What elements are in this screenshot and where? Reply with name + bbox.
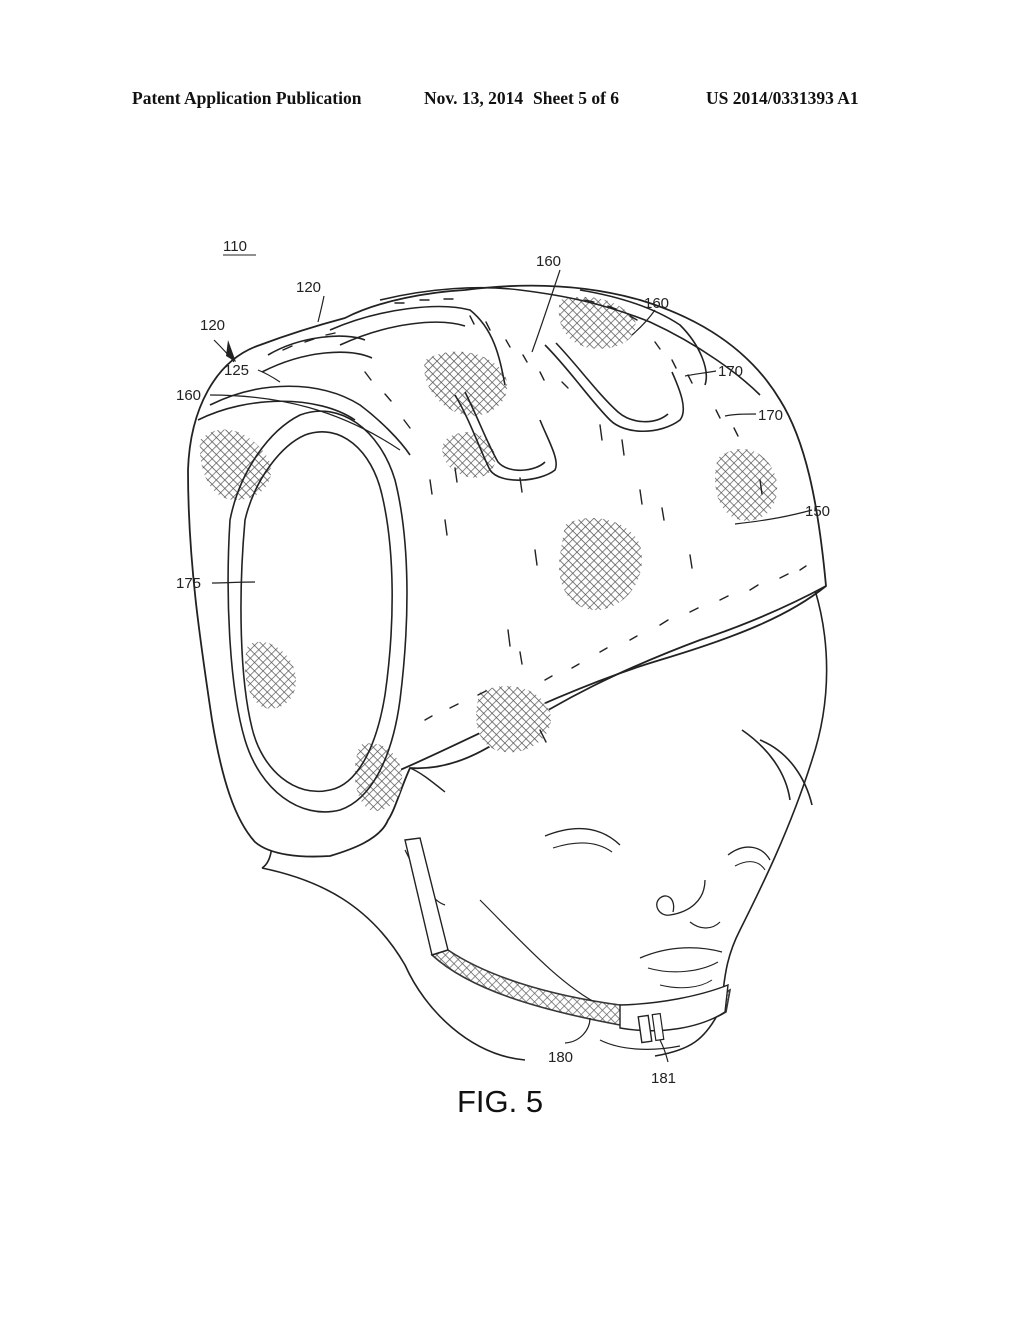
label-110: 110 <box>223 238 247 255</box>
label-160-front: 160 <box>176 387 201 404</box>
page-header: Patent Application Publication Nov. 13, … <box>0 88 1024 116</box>
label-120-top: 120 <box>296 279 321 296</box>
publication-label: Patent Application Publication <box>132 88 362 108</box>
helmet-body <box>187 284 827 858</box>
label-160-top: 160 <box>536 253 561 270</box>
mesh-patches <box>199 296 778 811</box>
publication-number: US 2014/0331393 A1 <box>706 88 859 108</box>
label-125: 125 <box>224 362 249 379</box>
label-180: 180 <box>548 1049 573 1066</box>
publication-date: Nov. 13, 2014 <box>424 88 524 108</box>
label-150: 150 <box>805 503 830 520</box>
leader-lines <box>209 269 813 1063</box>
sheet-number: Sheet 5 of 6 <box>533 88 620 108</box>
label-120-front: 120 <box>200 317 225 334</box>
label-160-rear: 160 <box>644 295 669 312</box>
stitch-lines <box>282 298 807 743</box>
label-170-lower: 170 <box>758 407 783 424</box>
chin-strap <box>404 837 732 1050</box>
label-181: 181 <box>651 1070 676 1087</box>
label-175: 175 <box>176 575 201 592</box>
helmet-ridges <box>197 286 761 813</box>
figure-caption: FIG. 5 <box>457 1084 543 1119</box>
label-170-upper: 170 <box>718 363 743 380</box>
reference-labels: 110 120 120 125 160 160 160 170 170 150 … <box>176 238 830 1087</box>
